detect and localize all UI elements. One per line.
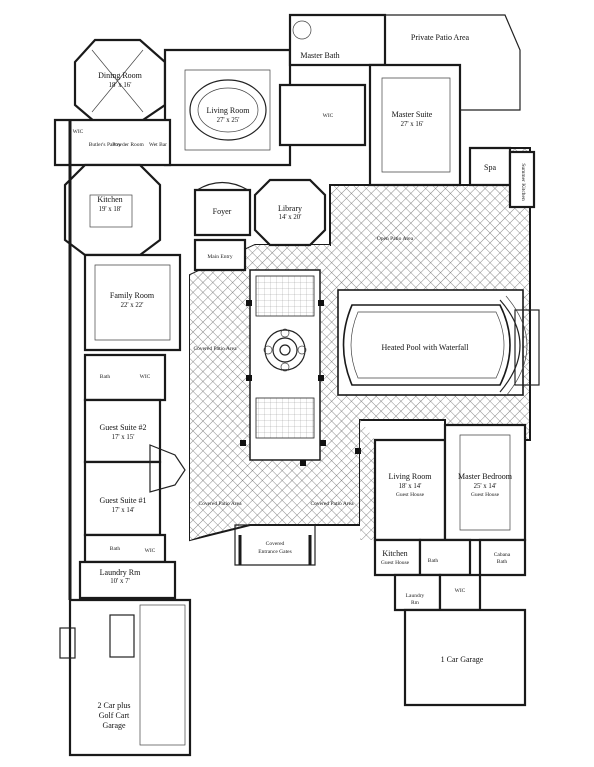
laundry-size: 10' x 7' — [110, 578, 129, 585]
master-wic-label: WIC — [323, 113, 334, 119]
library-size: 14' x 20' — [279, 214, 302, 221]
guest-suite-1-size: 17' x 14' — [112, 507, 135, 514]
entrance-gates — [234, 524, 316, 566]
family-room-label: Family Room — [110, 291, 155, 300]
wet-bar-label: Wet Bar — [149, 142, 167, 148]
garage-2-label-3: Garage — [102, 721, 126, 730]
summer-kitchen-label: Summer Kitchen — [520, 163, 526, 201]
wic-2-label: WIC — [145, 548, 156, 554]
powder-room-label: Powder Room — [112, 142, 144, 148]
pool-label: Heated Pool with Waterfall — [382, 343, 470, 352]
guest-suite-2-label: Guest Suite #2 — [99, 423, 146, 432]
gh-bath-label: Bath — [428, 558, 439, 564]
spa-area — [468, 146, 536, 209]
courtyard-walkway — [249, 269, 321, 461]
kitchen-size: 19' x 18' — [99, 206, 122, 213]
covered-patio-sw-label: Covered Patio Area — [198, 501, 242, 507]
gh-master-bedroom-label: Master Bedroom — [458, 472, 513, 481]
main-entry-label: Main Entry — [207, 254, 232, 260]
gh-master-bedroom-size: 25' x 14' — [474, 483, 497, 490]
open-patio-label: Open Patio Area — [377, 236, 414, 242]
foyer-label: Foyer — [213, 207, 232, 216]
covered-patio-west-label: Covered Patio Area — [193, 346, 237, 352]
pool-deck — [337, 289, 540, 397]
entrance-label-1: Covered — [266, 541, 285, 547]
gh-laundry-label-1: Laundry — [406, 593, 425, 599]
master-suite-size: 27' x 16' — [401, 121, 424, 128]
library-label: Library — [278, 204, 302, 213]
bath-2-label: Bath — [110, 546, 121, 552]
gh-living-room-size: 18' x 14' — [399, 483, 422, 490]
spa-label: Spa — [484, 163, 496, 172]
gh-kitchen-sub: Guest House — [381, 560, 410, 566]
covered-patio-se-label: Covered Patio Area — [310, 501, 354, 507]
butlers-pantry-label: Butler's Pantry — [89, 142, 122, 148]
guest-suite-2-size: 17' x 15' — [112, 434, 135, 441]
master-bath-label: Master Bath — [300, 51, 339, 60]
entrance-label-2: Entrance Gates — [258, 549, 291, 555]
master-suite-label: Master Suite — [392, 110, 433, 119]
gh-living-room-sub: Guest House — [396, 492, 425, 498]
laundry-label: Laundry Rm — [100, 568, 141, 577]
garage-2-label-1: 2 Car plus — [98, 701, 131, 710]
living-room-size: 27' x 25' — [217, 117, 240, 124]
dining-room-label: Dining Room — [98, 71, 143, 80]
garage-left — [59, 598, 192, 757]
private-patio-label: Private Patio Area — [411, 33, 470, 42]
gh-kitchen-label: Kitchen — [382, 549, 407, 558]
living-room-label: Living Room — [207, 106, 251, 115]
kitchen-wic-label: WIC — [73, 129, 84, 135]
cabana-bath-label-1: Cabana — [494, 552, 511, 558]
wic-1-label: WIC — [140, 374, 151, 380]
main-house — [53, 13, 521, 600]
labels: Private Patio Area Master Bath Dining Ro… — [73, 33, 526, 730]
gh-living-room-label: Living Room — [389, 472, 433, 481]
garage-right — [403, 608, 527, 707]
garage-1-label: 1 Car Garage — [441, 655, 484, 664]
dining-room-size: 18' x 16' — [109, 82, 132, 89]
garage-2-label-2: Golf Cart — [99, 711, 130, 720]
gh-master-bedroom-sub: Guest House — [471, 492, 500, 498]
columns — [240, 300, 361, 466]
gh-laundry-label-2: Rm — [411, 600, 420, 606]
guest-suite-1-label: Guest Suite #1 — [99, 496, 146, 505]
guest-house — [373, 423, 527, 612]
gh-wic-label: WIC — [455, 588, 466, 594]
kitchen-label: Kitchen — [97, 195, 122, 204]
cabana-bath-label-2: Bath — [497, 559, 508, 565]
family-room-size: 22' x 22' — [121, 302, 144, 309]
bath-1-label: Bath — [100, 374, 111, 380]
